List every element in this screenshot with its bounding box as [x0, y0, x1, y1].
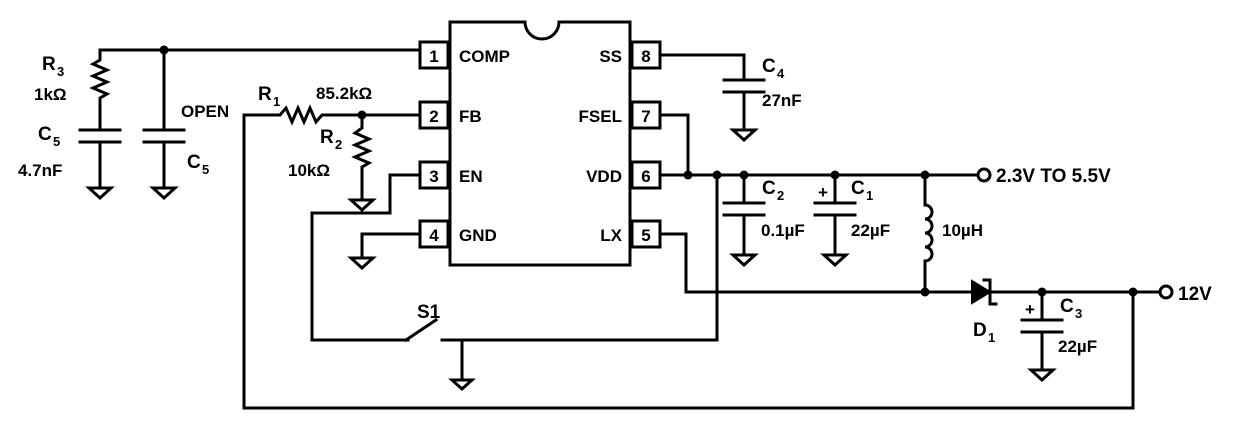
output-rail [242, 113, 1174, 410]
pin-name: LX [600, 226, 622, 245]
c3-plus: + [1025, 300, 1035, 319]
ic-pin-7: 7 FSEL [579, 100, 662, 130]
c5a-designator: C [38, 124, 52, 145]
r1-value: 85.2kΩ [316, 84, 372, 103]
c1-designator: C [851, 178, 865, 199]
label-c2: C 2 0.1µF [761, 178, 805, 240]
c5b-subscript: 5 [202, 162, 209, 177]
pin-number: 6 [641, 167, 650, 186]
c3-designator: C [1060, 296, 1074, 317]
vdd-rail [658, 113, 992, 183]
pin-name: COMP [459, 47, 510, 66]
ic-pin-8: 8 SS [599, 40, 662, 70]
pin-name: FSEL [579, 107, 622, 126]
pin-name: SS [599, 47, 622, 66]
label-c5-right: C 5 [187, 152, 209, 177]
softstart-capacitor [658, 53, 766, 143]
r1-subscript: 1 [273, 94, 280, 109]
c3-subscript: 3 [1075, 306, 1082, 321]
ic-pin-1: 1 COMP [418, 40, 510, 70]
pin-number: 7 [641, 107, 650, 126]
feedback-network [242, 104, 422, 213]
open-label: OPEN [181, 102, 229, 121]
pin-number: 1 [429, 47, 438, 66]
ic-package [448, 20, 632, 267]
c4-value: 27nF [762, 91, 802, 110]
vout-terminal [1158, 284, 1174, 300]
output-capacitor-c3 [1020, 287, 1064, 383]
pin-number: 3 [429, 167, 438, 186]
d1-designator: D [973, 320, 987, 341]
label-r1: R 1 85.2kΩ [258, 84, 372, 109]
c5a-subscript: 5 [53, 134, 60, 149]
r2-subscript: 2 [335, 137, 342, 152]
c5b-designator: C [187, 152, 201, 173]
label-c3: + C 3 22µF [1025, 296, 1097, 356]
ic-pin-3: 3 EN [418, 160, 483, 190]
comp-network [78, 45, 422, 201]
label-d1: D 1 [973, 320, 995, 345]
switch-node [658, 232, 974, 297]
ic-pin-4: 4 GND [418, 219, 497, 249]
r1-designator: R [258, 84, 272, 105]
label-c5-left: C 5 4.7nF [18, 124, 62, 180]
r3-value: 1kΩ [34, 85, 67, 104]
label-r3: R 3 1kΩ [34, 54, 67, 104]
pin-name: EN [459, 167, 483, 186]
label-c4: C 4 27nF [762, 56, 802, 110]
inductor-l1 [923, 173, 934, 294]
label-r2: R 2 10kΩ [288, 127, 342, 180]
c4-subscript: 4 [777, 66, 785, 81]
d1-subscript: 1 [988, 330, 995, 345]
pin-number: 5 [641, 226, 650, 245]
r2-designator: R [320, 127, 334, 148]
pin-number: 2 [429, 107, 438, 126]
l1-value: 10µH [942, 221, 983, 240]
r2-value: 10kΩ [288, 161, 330, 180]
c4-designator: C [762, 56, 776, 77]
c1-plus: + [818, 183, 828, 202]
ic-pin-6: 6 VDD [586, 160, 662, 190]
vin-terminal [976, 167, 992, 183]
c2-subscript: 2 [777, 188, 784, 203]
c2-designator: C [762, 178, 776, 199]
c3-value: 22µF [1058, 337, 1097, 356]
c1-value: 22µF [851, 221, 890, 240]
pin-name: VDD [586, 167, 622, 186]
pin-name: FB [459, 107, 482, 126]
c2-value: 0.1µF [761, 221, 805, 240]
enable-switch-network [310, 173, 719, 392]
label-c1: + C 1 22µF [818, 178, 890, 240]
s1-label: S1 [417, 302, 441, 323]
bypass-capacitor-c2 [722, 173, 766, 268]
vin-label: 2.3V TO 5.5V [996, 166, 1111, 187]
input-capacitor-c1 [813, 173, 857, 268]
r3-subscript: 3 [57, 64, 64, 79]
pin-number: 4 [429, 226, 439, 245]
pin-name: GND [459, 226, 497, 245]
c1-subscript: 1 [866, 188, 873, 203]
c5a-value: 4.7nF [18, 161, 62, 180]
r3-designator: R [42, 54, 56, 75]
vout-label: 12V [1178, 284, 1212, 305]
pin-number: 8 [641, 47, 650, 66]
